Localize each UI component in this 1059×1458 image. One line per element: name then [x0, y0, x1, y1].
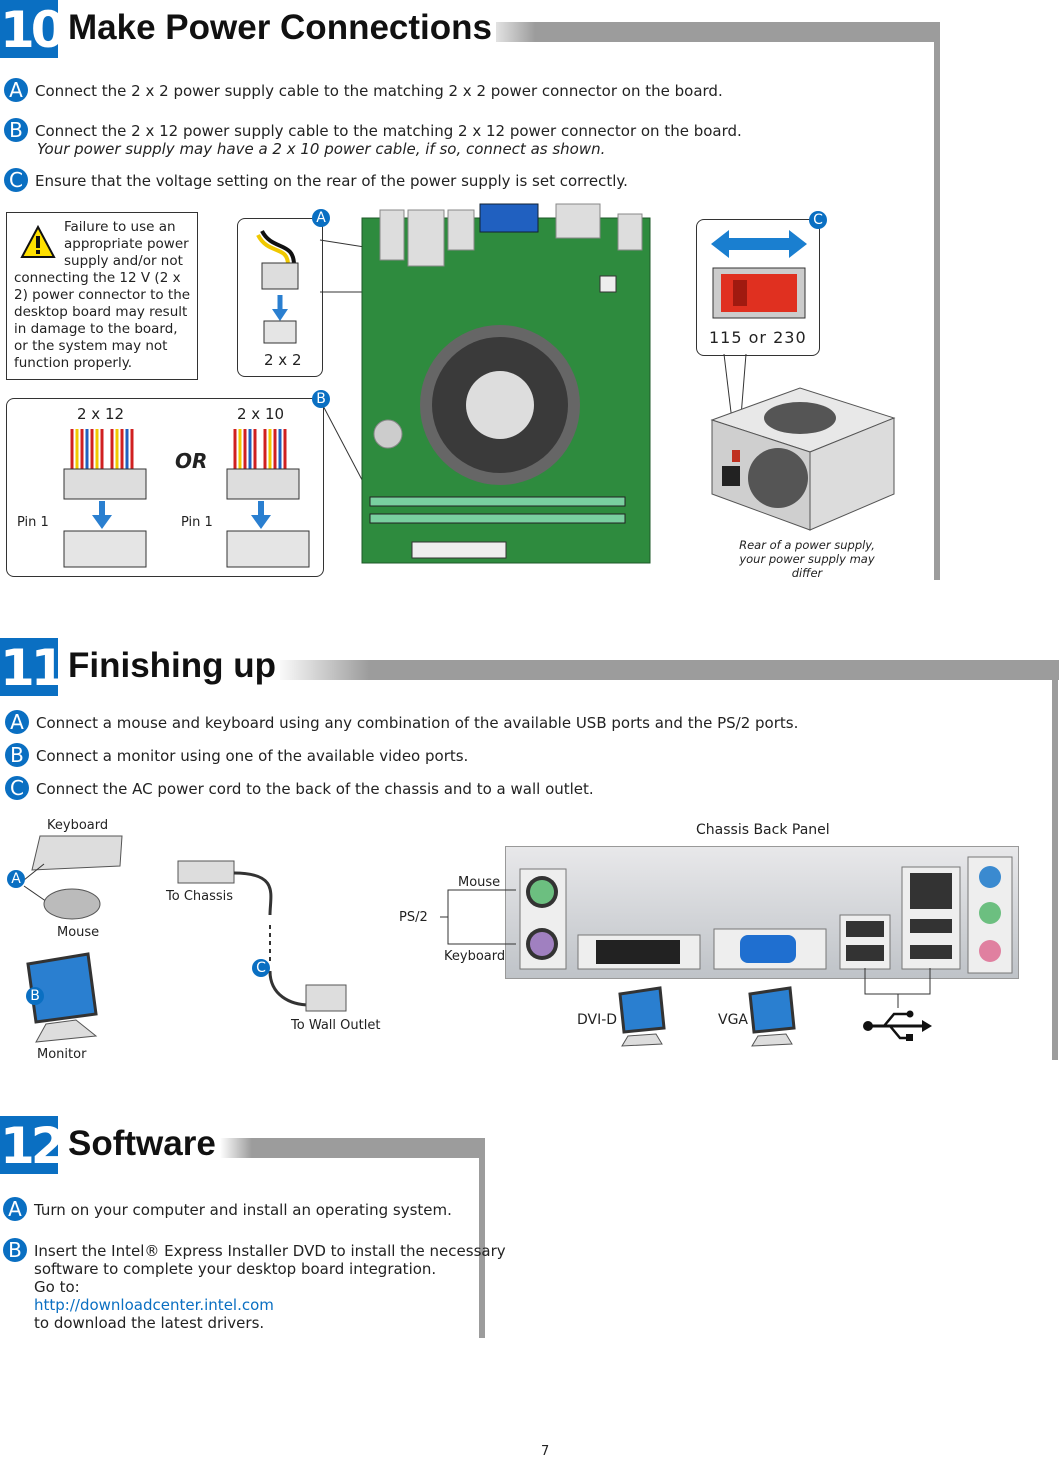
power-supply-illustration — [710, 354, 896, 531]
step-text: Connect the AC power cord to the back of… — [36, 780, 594, 798]
step-badge: C — [4, 168, 28, 192]
callout-a: A — [7, 870, 25, 888]
voltage-switch-icon — [711, 230, 807, 319]
step-text: Turn on your computer and install an ope… — [34, 1201, 452, 1219]
ps2-keyboard-label: Keyboard — [444, 949, 506, 964]
step-text: Go to: — [34, 1278, 80, 1296]
warning-text: Failure to use an appropriate power supp… — [14, 219, 191, 371]
to-chassis-label: To Chassis — [166, 889, 234, 904]
vga-label: VGA — [718, 1012, 749, 1028]
monitor-label: Monitor — [37, 1047, 87, 1062]
step-badge: B — [3, 1238, 27, 1262]
section-bar — [220, 1138, 485, 1158]
power-cable-icon — [256, 229, 299, 344]
atx-24pin-cable-icon — [63, 429, 147, 568]
step-text: Insert the Intel® Express Installer DVD … — [34, 1242, 506, 1260]
warning-box: Failure to use an appropriate power supp… — [6, 212, 198, 380]
step-text: to download the latest drivers. — [34, 1314, 265, 1332]
download-link[interactable]: http://downloadcenter.intel.com — [34, 1296, 274, 1314]
step-badge: B — [5, 743, 29, 767]
label-pin1: Pin 1 — [181, 515, 213, 530]
step-badge: A — [3, 1197, 27, 1221]
step-badge: C — [5, 776, 29, 800]
back-panel-ports — [519, 856, 1013, 974]
label-2x10: 2 x 10 — [237, 405, 285, 423]
to-wall-label: To Wall Outlet — [291, 1018, 381, 1033]
label-2x12: 2 x 12 — [77, 405, 125, 423]
step-text: Connect a monitor using one of the avail… — [36, 747, 469, 765]
section-title: Make Power Connections — [68, 8, 496, 48]
chassis-back-panel — [505, 846, 1019, 979]
dvi-label: DVI-D — [577, 1012, 618, 1028]
callout-b: B — [26, 987, 44, 1005]
callout-a: A — [312, 209, 330, 227]
callout-c: C — [252, 959, 270, 977]
section-title: Software — [68, 1124, 220, 1164]
voltage-switch-illustration: 115 or 230 — [696, 219, 820, 356]
mouse-label: Mouse — [57, 925, 100, 940]
section-number: 12 — [0, 1116, 58, 1174]
panel-title: Chassis Back Panel — [696, 822, 830, 838]
step-badge: B — [4, 118, 28, 142]
atx-20pin-cable-icon — [226, 429, 310, 568]
section-number: 10 — [0, 0, 58, 58]
motherboard-illustration — [319, 203, 651, 564]
step-text: Connect the 2 x 12 power supply cable to… — [35, 122, 742, 140]
page-number: 7 — [541, 1444, 550, 1458]
keyboard-label: Keyboard — [47, 818, 109, 833]
step-note: Your power supply may have a 2 x 10 powe… — [37, 140, 606, 158]
section-rule — [1052, 660, 1058, 1060]
monitor-icon — [748, 986, 796, 1047]
section-number: 11 — [0, 638, 58, 696]
section-rule — [934, 22, 940, 580]
step-text: Connect a mouse and keyboard using any c… — [36, 714, 799, 732]
step-badge: A — [4, 78, 28, 102]
power-cord-illustration — [177, 860, 347, 1012]
ps2-bracket — [440, 889, 516, 945]
ps2-mouse-label: Mouse — [458, 875, 501, 890]
callout-b: B — [312, 390, 330, 408]
section-rule — [479, 1138, 485, 1338]
connector-main-illustration: 2 x 12 2 x 10 Pin 1 OR Pin 1 — [6, 398, 324, 577]
label-or: OR — [175, 449, 208, 473]
section-bar — [480, 22, 940, 42]
step-text: Ensure that the voltage setting on the r… — [35, 172, 628, 190]
keyboard-mouse-illustration — [23, 835, 123, 920]
psu-caption: Rear of a power supply, your power suppl… — [739, 538, 875, 580]
label-pin1: Pin 1 — [17, 515, 49, 530]
monitor-icon — [618, 986, 666, 1047]
step-badge: A — [5, 710, 29, 734]
section-title: Finishing up — [68, 646, 281, 686]
usb-icon — [863, 968, 932, 1041]
section-bar — [275, 660, 1059, 680]
label-2x2: 2 x 2 — [264, 351, 302, 369]
callout-c: C — [809, 211, 827, 229]
warning-icon — [20, 225, 56, 258]
ps2-label: PS/2 — [399, 910, 428, 925]
connector-2x2-illustration: 2 x 2 — [237, 218, 323, 377]
step-text: Connect the 2 x 2 power supply cable to … — [35, 82, 723, 100]
step-text: software to complete your desktop board … — [34, 1260, 437, 1278]
voltage-label: 115 or 230 — [709, 328, 807, 347]
